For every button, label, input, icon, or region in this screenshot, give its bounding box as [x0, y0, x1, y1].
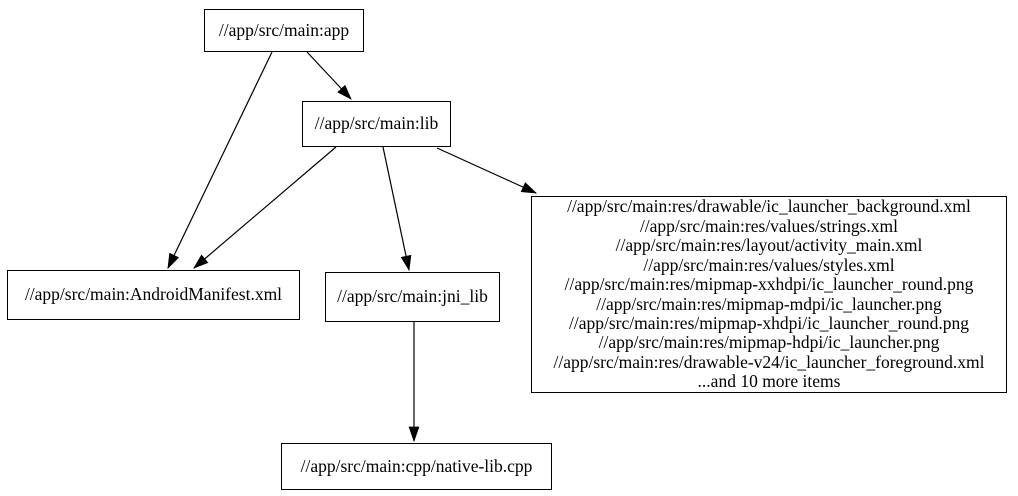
edge-app-to-manifest: [167, 51, 273, 270]
node-label-lib: //app/src/main:lib: [314, 113, 439, 134]
res-file-line: //app/src/main:res/drawable/ic_launcher_…: [567, 196, 971, 217]
res-file-line: //app/src/main:res/mipmap-xhdpi/ic_launc…: [569, 312, 969, 333]
res-file-line: //app/src/main:res/values/styles.xml: [643, 254, 895, 275]
node-label-native-lib-cpp: //app/src/main:cpp/native-lib.cpp: [300, 455, 533, 476]
edge-lib-to-res-group: [436, 147, 538, 194]
res-file-line: //app/src/main:res/mipmap-mdpi/ic_launch…: [596, 293, 942, 314]
edge-app-to-lib: [306, 51, 352, 100]
res-group-more-items: ...and 10 more items: [697, 371, 841, 392]
res-file-line: //app/src/main:res/mipmap-hdpi/ic_launch…: [598, 332, 940, 353]
res-file-line: //app/src/main:res/values/strings.xml: [639, 215, 899, 236]
res-file-line: //app/src/main:res/layout/activity_main.…: [615, 235, 923, 256]
node-label-android-manifest: //app/src/main:AndroidManifest.xml: [24, 284, 283, 305]
res-group-file-list: //app/src/main:res/drawable/ic_launcher_…: [553, 197, 984, 391]
edge-lib-to-manifest: [193, 146, 337, 269]
graph-node-lib: //app/src/main:lib: [302, 101, 451, 147]
graph-node-native-lib-cpp: //app/src/main:cpp/native-lib.cpp: [281, 443, 552, 490]
edge-lib-to-jni-lib: [382, 146, 412, 272]
res-file-line: //app/src/main:res/mipmap-xxhdpi/ic_laun…: [564, 274, 974, 295]
graph-node-android-manifest: //app/src/main:AndroidManifest.xml: [7, 270, 300, 320]
graph-node-jni-lib: //app/src/main:jni_lib: [325, 272, 500, 322]
graph-node-app: //app/src/main:app: [204, 9, 364, 52]
res-file-line: //app/src/main:res/drawable-v24/ic_launc…: [553, 351, 985, 372]
node-label-jni-lib: //app/src/main:jni_lib: [337, 286, 488, 307]
graph-node-res-group: //app/src/main:res/drawable/ic_launcher_…: [531, 196, 1007, 393]
node-label-app: //app/src/main:app: [218, 19, 350, 40]
